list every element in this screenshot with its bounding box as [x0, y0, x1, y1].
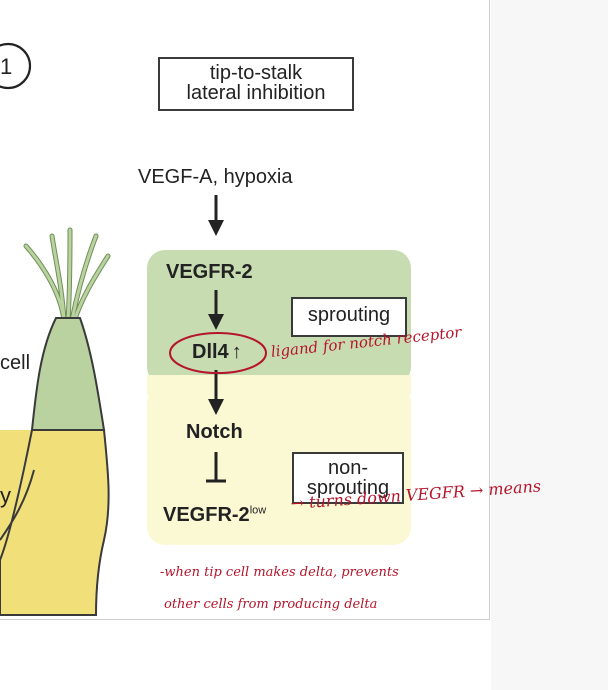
region-join — [147, 375, 411, 395]
receptor-low-label: VEGFR-2low — [163, 504, 266, 527]
sprouting-region — [147, 250, 411, 385]
title-box: tip-to-stalk lateral inhibition — [158, 57, 354, 111]
endothelial-cell-illustration — [0, 227, 111, 616]
panel-number-circle — [0, 42, 32, 90]
title-line-2: lateral inhibition — [186, 82, 326, 104]
ligand-name: Dll4 — [192, 341, 229, 363]
note-line-1: -when tip cell makes delta, prevents — [160, 565, 399, 580]
upregulated-arrow: ↑ — [231, 341, 242, 363]
non-sprouting-region — [147, 385, 411, 545]
non-sprouting-box: non- sprouting — [292, 452, 404, 504]
pathway-arrows — [206, 195, 226, 483]
non-sprouting-line-1: non- — [327, 457, 369, 479]
receptor-low-sup: low — [249, 504, 267, 517]
receptor-label: VEGFR-2 — [166, 261, 253, 283]
note-line-2: other cells from producing delta — [164, 597, 378, 612]
handwritten-circle — [169, 332, 267, 374]
side-panel — [491, 0, 608, 690]
cell-label: cell — [0, 352, 31, 374]
ligand-label: Dll4↑ — [192, 341, 242, 364]
notch-label: Notch — [186, 421, 243, 443]
panel-number: 1 — [0, 54, 13, 79]
title-line-1: tip-to-stalk — [209, 62, 303, 84]
partial-label: y — [0, 483, 11, 508]
receptor-low-base: VEGFR-2 — [163, 504, 250, 526]
non-sprouting-line-2: sprouting — [306, 477, 390, 499]
sprouting-box: sprouting — [291, 297, 407, 337]
input-label: VEGF-A, hypoxia — [138, 166, 293, 188]
